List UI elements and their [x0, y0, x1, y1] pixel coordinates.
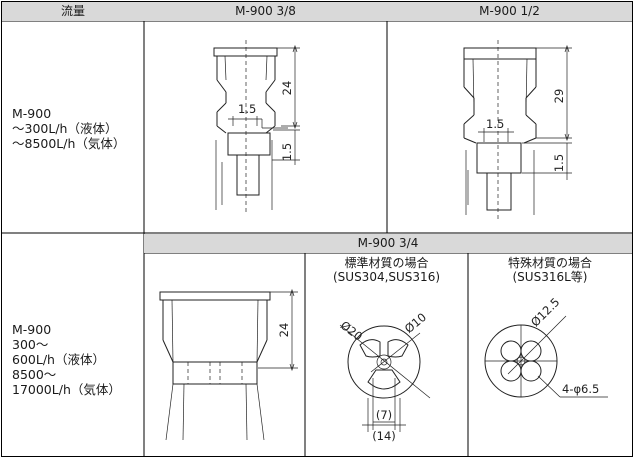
subheader-standard-line1: 標準材質の場合: [344, 256, 429, 270]
dim-gap-3-8: 1.5: [238, 102, 256, 116]
drawing-3-8: [213, 40, 300, 215]
row2-label-line: 300～: [12, 337, 49, 352]
row1-label-line: ～300L/h（液体）: [12, 121, 118, 136]
dim-holes: 4-φ6.5: [562, 382, 599, 396]
dim-dia20: Ø20: [338, 318, 365, 344]
row2-label-line: 600L/h（液体）: [12, 352, 105, 367]
row2-label-line: M-900: [12, 322, 52, 337]
header-flow: 流量: [2, 2, 144, 21]
row2-label-line: 8500～: [12, 367, 57, 382]
dim-bottom-3-8: 1.5: [280, 143, 294, 161]
dim-dia12-5: Ø12.5: [528, 295, 562, 329]
row2-label-line: 17000L/h（気体）: [12, 382, 121, 397]
dim-24-3-8: 24: [280, 81, 294, 96]
header-m900-1-2: M-900 1/2: [387, 2, 632, 21]
dim-dia10: Ø10: [402, 310, 429, 336]
dim-29-1-2: 29: [552, 89, 566, 104]
dim-14: (14): [372, 429, 396, 443]
subheader-special-line2: (SUS316L等): [512, 270, 588, 284]
drawing-1-2: [463, 40, 572, 222]
dim-bottom-1-2: 1.5: [552, 154, 566, 172]
header-m900-3-4: M-900 3/4: [144, 234, 632, 253]
subheader-special-line1: 特殊材質の場合: [507, 256, 592, 270]
subheader-standard-line2: (SUS304,SUS316): [332, 270, 441, 284]
drawing-3-4: [159, 288, 298, 441]
row1-label: M-900 ～300L/h（液体） ～8500L/h（気体）: [12, 106, 125, 151]
dim-gap-1-2: 1.5: [486, 117, 504, 131]
drawing-standard: [339, 324, 431, 432]
row2-label: M-900 300～ 600L/h（液体） 8500～ 17000L/h（気体）: [12, 322, 121, 397]
row1-label-line: M-900: [12, 106, 52, 121]
subheader-standard: 標準材質の場合 (SUS304,SUS316): [305, 256, 468, 284]
dim-24-3-4: 24: [277, 323, 291, 338]
dim-7: (7): [376, 408, 392, 422]
row1-label-line: ～8500L/h（気体）: [12, 136, 126, 151]
header-m900-3-8: M-900 3/8: [144, 2, 387, 21]
subheader-special: 特殊材質の場合 (SUS316L等): [468, 256, 632, 284]
drawing-special: [484, 315, 608, 398]
